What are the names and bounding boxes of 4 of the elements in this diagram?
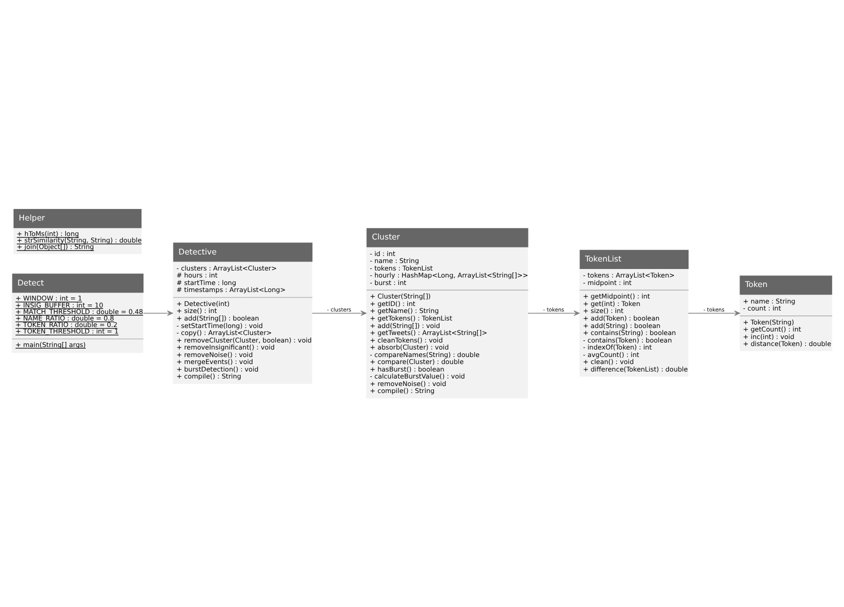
arrow — [688, 310, 740, 316]
arrow — [312, 310, 366, 316]
arrow — [143, 310, 173, 316]
arrow — [528, 310, 580, 316]
